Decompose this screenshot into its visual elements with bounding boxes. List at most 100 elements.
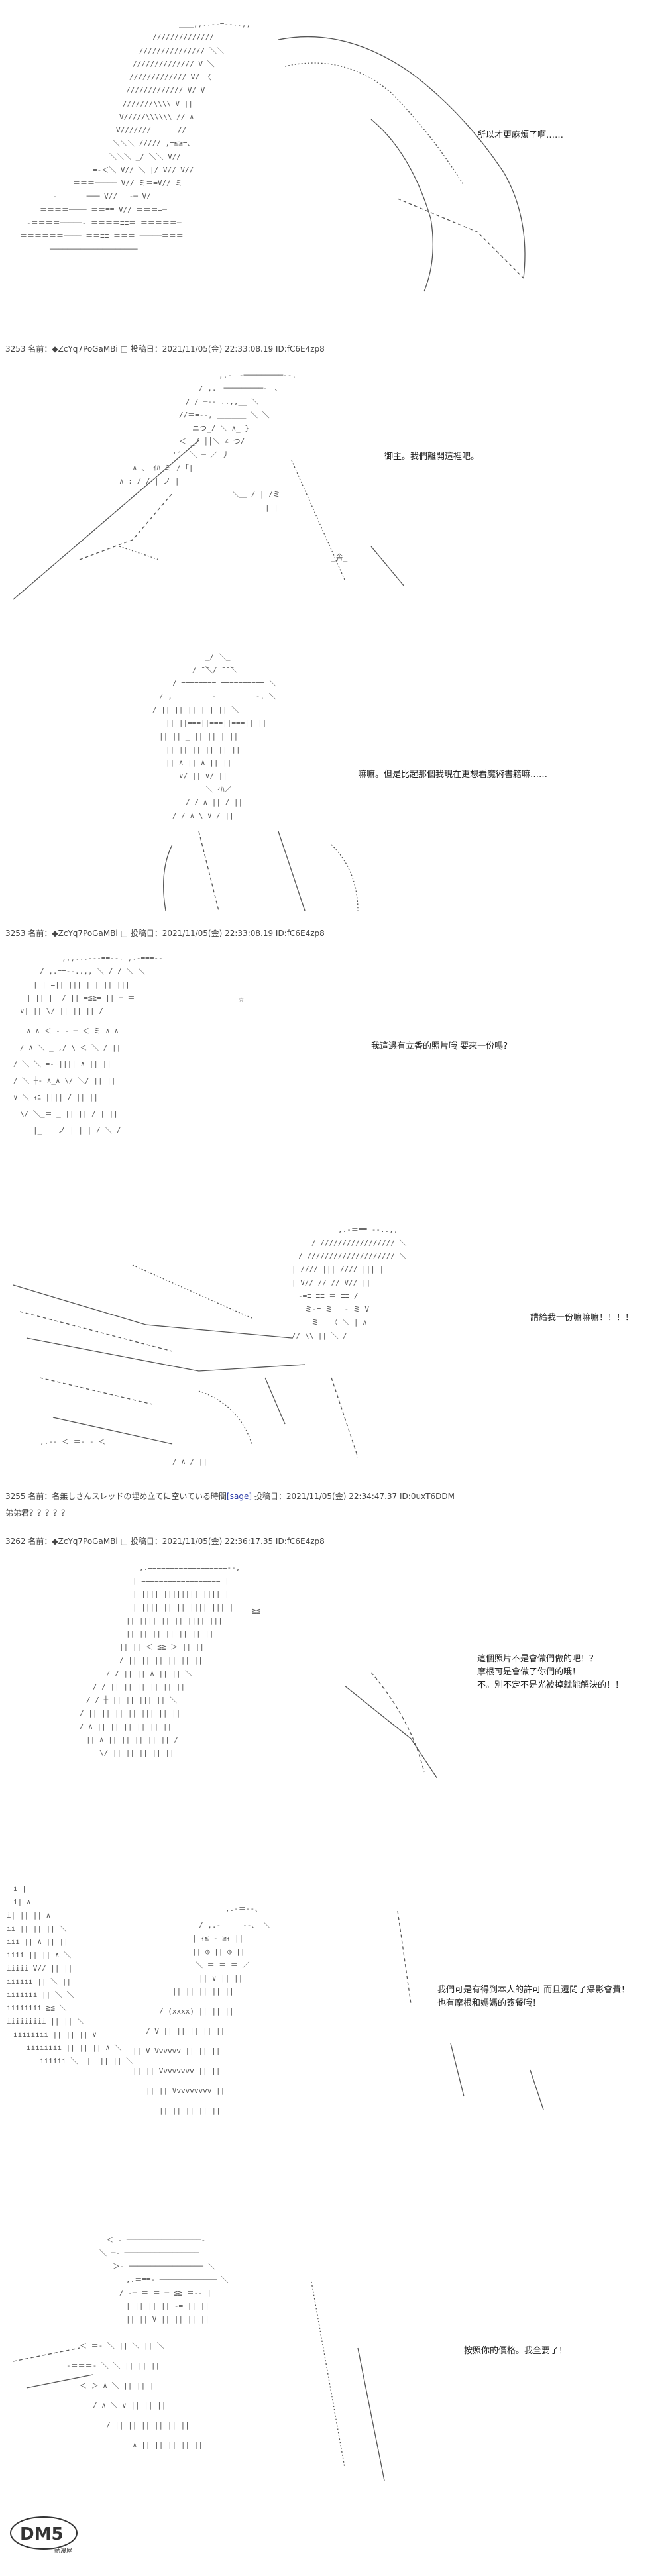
svg-text:/ ∧ || || || || || ||: / ∧ || || || || || || bbox=[80, 1722, 172, 1731]
svg-text:動漫屋: 動漫屋 bbox=[54, 2547, 72, 2555]
svg-text:ii || || || ＼: ii || || || ＼ bbox=[7, 1924, 66, 1933]
site-logo: DM5 動漫屋 bbox=[9, 2510, 82, 2557]
svg-text:＝＝＝＝＝＝──── ＝＝≡≡ ＝＝＝ ─────＝＝＝: ＝＝＝＝＝＝──── ＝＝≡≡ ＝＝＝ ─────＝＝＝ bbox=[20, 232, 184, 240]
svg-text:/ ∧ ＼ ∨ || || ||: / ∧ ＼ ∨ || || || bbox=[93, 2401, 166, 2410]
post-author[interactable]: 名無しさんスレッドの埋め立てに空いている時間 bbox=[52, 1492, 227, 1501]
post-date-label: 投稿日： bbox=[130, 929, 162, 938]
svg-text:|| ||===||===||===|| ||: || ||===||===||===|| || bbox=[166, 719, 266, 727]
speech-text: 我們可是有得到本人的許可 而且還問了攝影會費！ 也有摩根和媽媽的簽餐哦！ bbox=[437, 1985, 630, 2008]
ascii-art-figure: _/ ＼_ / ̄ ̄＼/ ̄ ̄ ̄＼ / ======== ========… bbox=[152, 652, 359, 911]
panel-3: _/ ＼_ / ̄ ̄＼/ ̄ ̄ ̄＼ / ======== ========… bbox=[0, 646, 672, 924]
svg-text:/ V || || || || ||: / V || || || || || bbox=[146, 2027, 225, 2035]
svg-text:＜ ＝‐ ＼ || ＼ || ＼: ＜ ＝‐ ＼ || ＼ || ＼ bbox=[80, 2342, 164, 2350]
ascii-art-figure: i | i| ∧ i| || || ∧ ii || || || ＼ iii ||… bbox=[7, 1884, 544, 2115]
svg-text:V/////\\\\\\ // ∧: V/////\\\\\\ // ∧ bbox=[119, 113, 194, 121]
svg-text:iiiiiiiii || || ＼: iiiiiiiii || || ＼ bbox=[7, 2017, 84, 2026]
svg-text:,.==================‐-,: ,.==================‐-, bbox=[139, 1563, 240, 1572]
post-icon: □ bbox=[120, 1537, 128, 1546]
svg-text:i| || || ∧: i| || || ∧ bbox=[7, 1911, 50, 1920]
post-id: ID:0uxT6DDM bbox=[400, 1492, 455, 1501]
post-sage-link[interactable]: [sage] bbox=[227, 1492, 252, 1501]
reply-text: 弟弟君？？？？？ bbox=[5, 1508, 70, 1518]
svg-text:/ ＼ ┼‐ ∧_∧ \/ ＼/ || ||: / ＼ ┼‐ ∧_∧ \/ ＼/ || || bbox=[13, 1076, 115, 1085]
svg-text:/ ,.==‐-..,, ＼ / / ＼ ＼: / ,.==‐-..,, ＼ / / ＼ ＼ bbox=[40, 967, 145, 976]
svg-text:＼＿ / | /ミ: ＼＿ / | /ミ bbox=[232, 490, 280, 499]
svg-text:// \\ || ＼ /: // \\ || ＼ / bbox=[292, 1331, 347, 1340]
ascii-art-figure: __,,,...---==‐-. ,.‐===‐- / ,.==‐-..,, ＼… bbox=[13, 954, 244, 1135]
svg-text:∨| || \/ || || || /: ∨| || \/ || || || / bbox=[20, 1007, 103, 1015]
svg-text:＜ ＞ ∧ ＼ || || |: ＜ ＞ ∧ ＼ || || | bbox=[80, 2381, 154, 2390]
svg-text:iiiiiiii ≧≦ ＼: iiiiiiii ≧≦ ＼ bbox=[7, 2004, 66, 2012]
post-author[interactable]: ◆ZcYq7PoGaMBi bbox=[52, 344, 118, 354]
svg-text:|| || || || ||: || || || || || bbox=[172, 1987, 234, 1996]
svg-text:iiii || || ∧ ＼: iiii || || ∧ ＼ bbox=[7, 1951, 71, 1959]
svg-text:|| ∨ || ||: || ∨ || || bbox=[199, 1974, 243, 1983]
svg-text:iiiiiiii || || || ∧ ＼: iiiiiiii || || || ∧ ＼ bbox=[27, 2043, 121, 2052]
panel-7: i | i| ∧ i| || || ∧ ii || || || ＼ iii ||… bbox=[0, 1871, 672, 2216]
post-date: 2021/11/05(金) 22:33:08.19 bbox=[162, 344, 274, 354]
panel-6: ,.==================‐-, | ==============… bbox=[0, 1553, 672, 1871]
svg-text:/ / ∧ || / ||: / / ∧ || / || bbox=[186, 798, 243, 807]
logo-mark: DM5 動漫屋 bbox=[10, 2516, 78, 2555]
svg-text:/ / ┼ || || ||| || ＼: / / ┼ || || ||| || ＼ bbox=[86, 1695, 177, 1704]
post-date-label: 投稿日： bbox=[130, 1537, 162, 1546]
svg-text:|| V Vvvvvv || || ||: || V Vvvvvv || || || bbox=[133, 2047, 220, 2055]
svg-text:| ||_|_ / || =≦≧= || ─ ＝: | ||_|_ / || =≦≧= || ─ ＝ bbox=[27, 994, 135, 1002]
speech-text: 我這邊有立香的照片哦 要來一份嗎？ bbox=[371, 1041, 512, 1051]
post-id: ID:fC6E4zp8 bbox=[275, 929, 325, 938]
post-author[interactable]: ◆ZcYq7PoGaMBi bbox=[52, 1537, 118, 1546]
svg-text:/ || || || || || ||: / || || || || || || bbox=[119, 1656, 203, 1665]
svg-text:/ / || || || || || ||: / / || || || || || || bbox=[93, 1682, 185, 1691]
svg-text:|_ ＝ ノ | | | / ＼ /: |_ ＝ ノ | | | / ＼ / bbox=[33, 1126, 121, 1135]
svg-text:‐=≡ ≡≡ ＝ ≡≡ /: ‐=≡ ≡≡ ＝ ≡≡ / bbox=[298, 1292, 358, 1300]
svg-text:＜ _/ ││＼ ∠ つ/: ＜ _/ ││＼ ∠ つ/ bbox=[179, 437, 245, 446]
svg-text:＞‐ ───────────────── ＼: ＞‐ ───────────────── ＼ bbox=[113, 2262, 215, 2271]
svg-text:|| || _ || || | ||: || || _ || || | || bbox=[159, 732, 238, 741]
svg-text:＝＝＝───── V// ミ＝=V// ミ: ＝＝＝───── V// ミ＝=V// ミ bbox=[73, 179, 182, 187]
svg-text:///////\\\\ V ||: ///////\\\\ V || bbox=[123, 99, 193, 108]
svg-text:＝＝＝＝──── ＝＝≡≡ V// ＝＝＝=─: ＝＝＝＝──── ＝＝≡≡ V// ＝＝＝=─ bbox=[40, 205, 167, 214]
svg-text:|| || || || || || ||: || || || || || || || bbox=[126, 1629, 213, 1638]
post-id: ID:fC6E4zp8 bbox=[275, 344, 325, 354]
svg-text:_/ ＼_: _/ ＼_ bbox=[205, 652, 231, 661]
svg-text:|| || Vvvvvvvv || ||: || || Vvvvvvvv || || bbox=[133, 2067, 220, 2075]
post-header: 3255 名前：名無しさんスレッドの埋め立てに空いている時間[sage] 投稿日… bbox=[5, 1490, 455, 1502]
post-author[interactable]: ◆ZcYq7PoGaMBi bbox=[52, 929, 118, 938]
svg-text:=‐＜＼ V// ＼ |/ V// V//: =‐＜＼ V// ＼ |/ V// V// bbox=[93, 166, 194, 174]
post-date: 2021/11/05(金) 22:36:17.35 bbox=[162, 1537, 274, 1546]
svg-text:/ //////////////////// ＼: / //////////////////// ＼ bbox=[298, 1252, 406, 1261]
svg-text:,.-＝‐─────────‐-.: ,.-＝‐─────────‐-. bbox=[219, 371, 296, 380]
svg-text:| |: | | bbox=[265, 503, 278, 512]
speech-text: 按照你的價格。我全要了！ bbox=[464, 2346, 568, 2356]
svg-text:///////////// V/ V: ///////////// V/ V bbox=[126, 86, 205, 95]
svg-text:/ ,.-＝＝＝‐-、 ＼: / ,.-＝＝＝‐-、 ＼ bbox=[199, 1921, 270, 1930]
post-name-label: 名前： bbox=[28, 1492, 52, 1501]
svg-text:ミ＝ 〈 ＼ | ∧: ミ＝ 〈 ＼ | ∧ bbox=[311, 1318, 367, 1327]
svg-text:/ || || || | | || ＼: / || || || | | || ＼ bbox=[152, 705, 239, 714]
svg-text:∨ ＼ ｨﾆ |||| / || ||: ∨ ＼ ｨﾆ |||| / || || bbox=[13, 1093, 98, 1102]
post-header: 3253 名前：◆ZcYq7PoGaMBi □ 投稿日：2021/11/05(金… bbox=[5, 927, 325, 939]
speech-text: 所以才更麻煩了啊…… bbox=[477, 130, 564, 140]
svg-text:| |||| || || |||| ||| |: | |||| || || |||| ||| | bbox=[133, 1603, 233, 1612]
svg-text:/ (xxxx) || || ||: / (xxxx) || || || bbox=[159, 2007, 234, 2016]
svg-text:/ / ∧ \ ∨ / ||: / / ∧ \ ∨ / || bbox=[172, 811, 234, 820]
svg-text:,.-＝‐-、: ,.-＝‐-、 bbox=[225, 1904, 262, 1913]
post-date: 2021/11/05(金) 22:34:47.37 bbox=[286, 1492, 398, 1501]
svg-text:|| ∧ || || || || || /: || ∧ || || || || || / bbox=[86, 1735, 178, 1744]
svg-text:∨/ || ∨/ ||: ∨/ || ∨/ || bbox=[179, 772, 227, 780]
svg-text:‐＝＝＝‐ ＼ ＼ || || ||: ‐＝＝＝‐ ＼ ＼ || || || bbox=[66, 2361, 160, 2370]
svg-text:iiiiiiii || || || ∨: iiiiiiii || || || ∨ bbox=[13, 2030, 97, 2039]
svg-text:/ ∧ / ||: / ∧ / || bbox=[172, 1457, 207, 1466]
post-number: 3262 bbox=[5, 1537, 26, 1546]
svg-text://////////////: ////////////// bbox=[152, 33, 214, 42]
svg-text:/ ///////////////// ＼: / ///////////////// ＼ bbox=[311, 1239, 406, 1247]
svg-text:|| |||| || || |||| |||: || |||| || || |||| ||| bbox=[126, 1616, 223, 1625]
post-date-label: 投稿日： bbox=[130, 344, 162, 354]
post-header: 3262 名前：◆ZcYq7PoGaMBi □ 投稿日：2021/11/05(金… bbox=[5, 1535, 325, 1547]
svg-text:,.-‐ ＜ ＝‐ - ＜: ,.-‐ ＜ ＝‐ - ＜ bbox=[40, 1437, 105, 1446]
ascii-art-figure: ,.-＝‐─────────‐-. / ,.＝─────────‐＝､ / / … bbox=[13, 371, 405, 600]
svg-text:∧ ∧ ＜ ‐ - ─ ＜ ミ ∧ ∧: ∧ ∧ ＜ ‐ - ─ ＜ ミ ∧ ∧ bbox=[27, 1027, 119, 1035]
post-number: 3253 bbox=[5, 929, 26, 938]
svg-text:|| || Vvvvvvvvv ||: || || Vvvvvvvvv || bbox=[146, 2087, 225, 2095]
svg-text:＝＝＝＝＝────────────────────: ＝＝＝＝＝──────────────────── bbox=[13, 245, 138, 254]
